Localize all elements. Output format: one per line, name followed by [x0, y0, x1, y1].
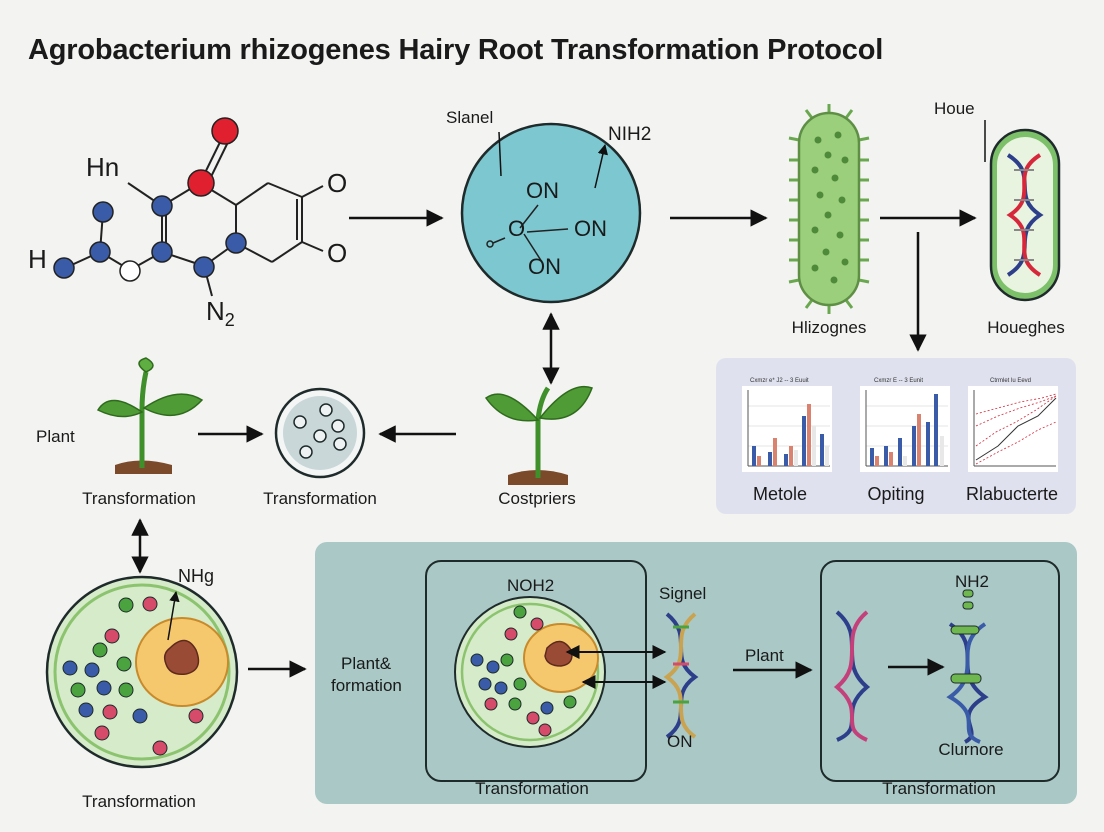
mini-chart-1-plot — [747, 390, 830, 467]
dna-bacterium — [984, 120, 1061, 302]
chart-name-1: Metole — [752, 484, 808, 504]
blue-sphere — [460, 122, 642, 304]
dna-bacterium-label: Houeghes — [987, 318, 1065, 337]
chart-name-2: Opiting — [867, 484, 925, 504]
right-frame — [820, 560, 1060, 782]
cell-amine-label: NHg — [178, 566, 215, 586]
plant-label: Plant — [36, 427, 75, 446]
sphere-amine-label: NIH2 — [608, 124, 652, 145]
right-nh2-label: NH2 — [955, 572, 990, 591]
cell-transformation-label: Transformation — [82, 792, 196, 811]
atoms — [53, 117, 247, 282]
on-label: ON — [667, 732, 693, 751]
side-label-line2: formation — [331, 676, 402, 695]
mini-chart-3-title: Ctrmlet lu Eevd — [990, 378, 1032, 384]
chart-name-3: Rlabucterte — [965, 484, 1059, 504]
left-frame-label: Transformation — [475, 779, 589, 798]
right-dna-label: Clurnore — [938, 740, 1004, 759]
molecule-label-o-bottom: O — [327, 238, 348, 268]
molecule-label-o-top: O — [327, 168, 348, 198]
dish-transformation-label: Transformation — [263, 489, 377, 508]
molecule-label-n2: N2 — [206, 296, 235, 331]
right-frame-label: Transformation — [882, 779, 996, 798]
sphere-label: Slanel — [446, 108, 494, 127]
mini-chart-1: Cxmzr e* J2 -- 3 Euuit — [742, 378, 832, 472]
rod-bacterium-label: Hlizognes — [791, 318, 867, 337]
sphere-group-center: O — [508, 216, 526, 241]
signal-label: Signel — [659, 584, 707, 603]
atom-blue — [193, 256, 215, 278]
mini-chart-3: Ctrmlet lu Eevd — [968, 378, 1058, 472]
process-panel: Plant& formation NOH2 Signel ON Plant Tr… — [315, 542, 1077, 804]
sphere-group-2: ON — [574, 216, 607, 241]
sphere-group-1: ON — [526, 178, 559, 203]
plant-cell — [45, 575, 239, 769]
petri-dish — [274, 387, 366, 479]
atom-blue — [225, 232, 247, 254]
mini-chart-1-title: Cxmzr e* J2 -- 3 Euuit — [750, 378, 809, 384]
plant-left — [96, 357, 204, 474]
rod-bacterium — [788, 104, 870, 314]
atom-blue — [92, 201, 114, 223]
charts-panel: Cxmzr e* J2 -- 3 Euuit Cxmzr E -- 3 Euni… — [716, 358, 1076, 514]
plant-right — [484, 385, 593, 485]
process-panel-artwork — [454, 589, 989, 748]
atom-blue — [151, 241, 173, 263]
sphere-group-3: ON — [528, 254, 561, 279]
mini-chart-2-plot — [865, 390, 948, 467]
left-frame — [425, 560, 647, 782]
mini-chart-3-plot — [973, 390, 1057, 467]
atom-red — [187, 169, 215, 197]
atom-blue — [151, 195, 173, 217]
atom-blue — [53, 257, 75, 279]
mini-chart-2-title: Cxmzr E -- 3 Eunit — [874, 378, 924, 384]
inner-cell-label: NOH2 — [507, 576, 555, 595]
plant-arrow-label: Plant — [745, 646, 784, 665]
page-title: Agrobacterium rhizogenes Hairy Root Tran… — [28, 34, 884, 66]
atom-white — [119, 260, 141, 282]
mini-chart-2: Cxmzr E -- 3 Eunit — [860, 378, 950, 472]
atom-red — [211, 117, 239, 145]
molecule-label-h: H — [28, 244, 47, 274]
right-plant-label: Costpriers — [498, 489, 576, 508]
side-label-line1: Plant& — [341, 654, 392, 673]
molecule-label-hn: Hn — [86, 152, 120, 182]
corner-label: Houe — [934, 99, 975, 118]
plant-transformation-label: Transformation — [82, 489, 196, 508]
atom-blue — [89, 241, 111, 263]
